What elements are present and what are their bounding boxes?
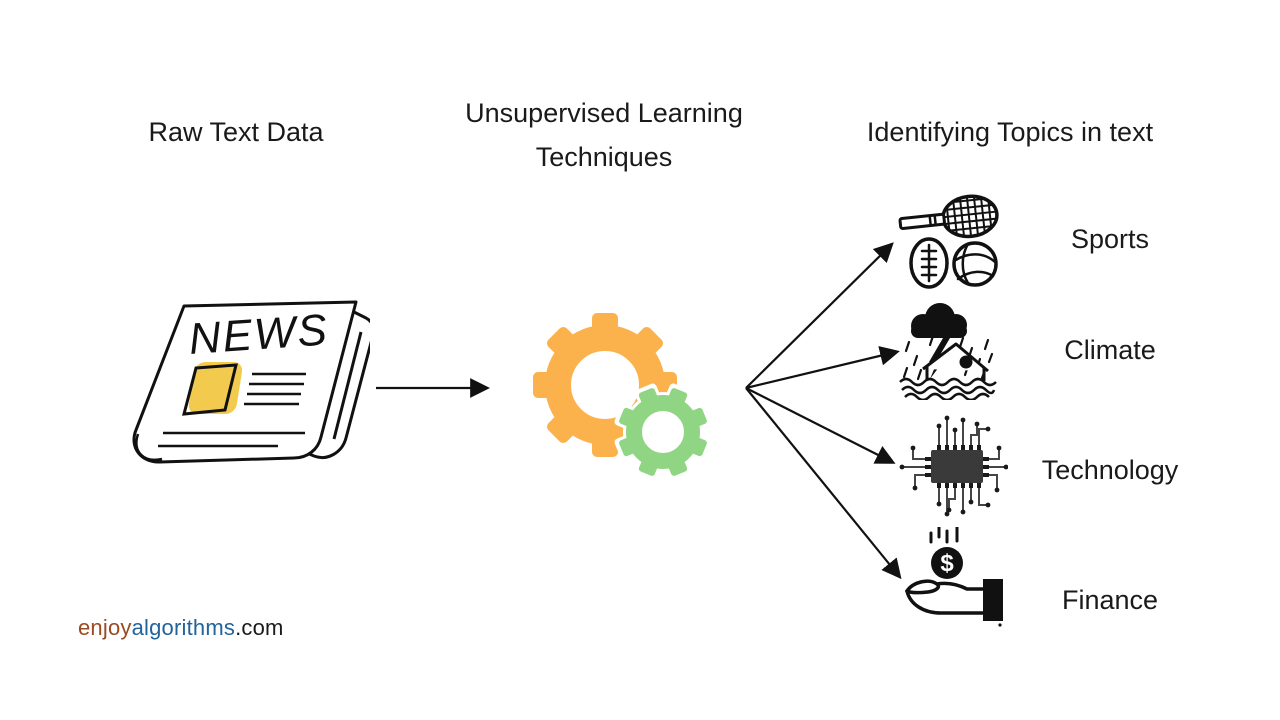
chip-pins: [925, 445, 989, 488]
header-identifying-topics: Identifying Topics in text: [866, 117, 1154, 147]
chip-body: [931, 450, 983, 483]
newspaper-page: [132, 300, 358, 464]
small-gear: [619, 388, 707, 476]
brand-enjoy: enjoy: [78, 615, 132, 640]
flooded-house: [922, 342, 989, 381]
topic-label-technology: Technology: [1041, 455, 1179, 485]
circuit-traces: [903, 419, 1005, 513]
falling-lines: [929, 527, 959, 544]
sleeve-cuff: [983, 579, 1003, 621]
finance-icon: $: [905, 527, 1003, 627]
newspaper-text-lines: [158, 372, 306, 448]
fan-arrow-technology: [745, 387, 896, 464]
header-raw-text-data: Raw Text Data: [148, 117, 324, 147]
flood-waves: [899, 377, 997, 400]
fan-arrow-sports: [745, 242, 894, 389]
sports-icon: [898, 193, 999, 289]
newspaper-icon: NEWS: [132, 300, 370, 464]
header-unsupervised-line1: Unsupervised Learning: [465, 98, 743, 128]
climate-icon: [899, 303, 997, 400]
open-hand: [905, 579, 985, 615]
newspaper-curl: [135, 433, 163, 462]
coin-dollar-symbol: $: [940, 550, 954, 577]
technology-icon: [899, 415, 1008, 517]
brand-algorithms: algorithms: [131, 615, 236, 640]
brand-footer: enjoyalgorithms.com: [78, 615, 284, 641]
topic-label-sports: Sports: [1070, 224, 1150, 254]
gears-icon: [533, 313, 712, 481]
newspaper-photo: [188, 362, 243, 414]
trace-dots: [899, 415, 1008, 517]
header-unsupervised: Unsupervised Learning Techniques: [430, 91, 778, 179]
tennis-racket: [898, 193, 999, 240]
topic-label-climate: Climate: [1064, 335, 1156, 365]
football: [909, 237, 949, 289]
fan-arrow-climate: [745, 346, 900, 390]
coin: [931, 547, 963, 579]
topic-label-finance: Finance: [1061, 585, 1159, 615]
basketball: [952, 241, 998, 287]
brand-tld: .com: [235, 615, 284, 640]
newspaper-photo-frame: [182, 363, 238, 416]
header-unsupervised-line2: Techniques: [535, 142, 673, 172]
storm-cloud: [911, 303, 967, 338]
fan-arrow-finance: [745, 387, 902, 580]
newspaper-masthead: NEWS: [187, 305, 330, 364]
